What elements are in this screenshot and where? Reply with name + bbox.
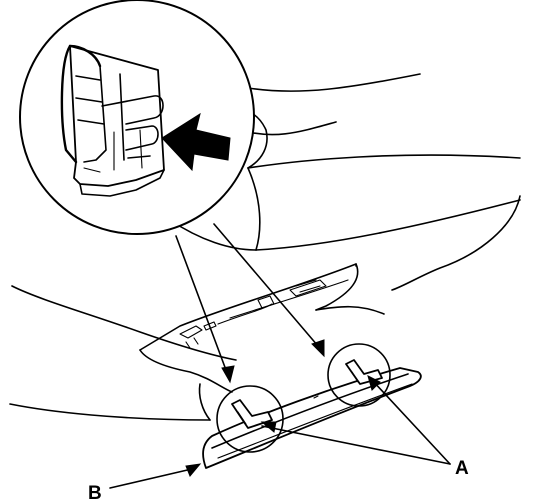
clip-highlight-circles: [216, 343, 391, 453]
arrow-head-right-clip: [311, 339, 325, 358]
label-a: A: [455, 458, 469, 479]
arrow-head-left-clip: [221, 365, 235, 384]
magnified-clip-detail: [19, 0, 255, 235]
callout-a: A: [260, 375, 469, 479]
molding-part: [202, 359, 422, 469]
push-direction-arrow: [161, 112, 231, 172]
label-b: B: [88, 483, 102, 504]
callout-b: B: [88, 463, 202, 504]
leader-arrows: [175, 223, 325, 384]
